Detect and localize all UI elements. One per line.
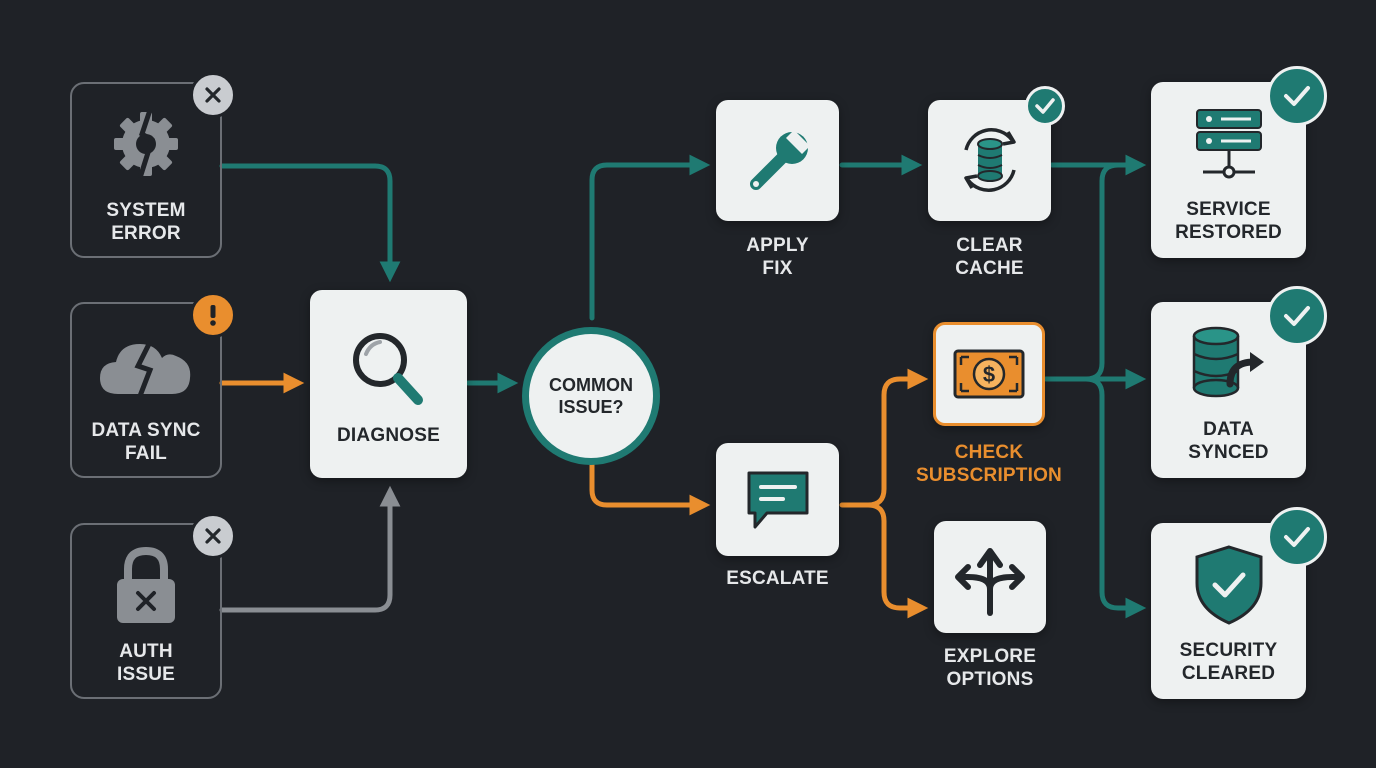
svg-text:$: $ <box>983 362 995 387</box>
diagnose-label: DIAGNOSE <box>337 425 440 446</box>
source-auth-issue[interactable]: AUTH ISSUE <box>70 513 236 699</box>
wrench-icon <box>716 124 839 200</box>
step-check-subscription[interactable]: $ CHECK SUBSCRIPTION <box>916 322 1062 486</box>
outcome-security-cleared-label: SECURITY CLEARED <box>1179 640 1278 684</box>
diagnose-node[interactable]: DIAGNOSE <box>310 290 467 478</box>
padlock-x-icon <box>72 545 220 627</box>
dollar-bill-icon: $ <box>936 345 1042 403</box>
server-icon <box>1151 106 1306 186</box>
chat-bubble-icon <box>716 467 839 537</box>
outcome-service-restored[interactable]: SERVICE RESTORED <box>1151 66 1327 258</box>
edge-bus-vertical <box>1083 162 1121 382</box>
check-icon <box>1267 286 1327 346</box>
outcome-data-synced-label: DATA SYNCED <box>1188 419 1269 463</box>
check-icon <box>1267 66 1327 126</box>
database-refresh-icon <box>928 118 1051 202</box>
edge-system-error-diagnose <box>219 163 401 283</box>
step-apply-fix[interactable]: APPLY FIX <box>716 100 839 279</box>
check-icon <box>1267 507 1327 567</box>
step-clear-cache[interactable]: CLEAR CACHE <box>928 86 1065 279</box>
edge-auth-diagnose <box>219 485 401 613</box>
check-icon <box>1025 86 1065 126</box>
source-data-sync-fail-label: DATA SYNC FAIL <box>91 420 201 464</box>
step-explore-options[interactable]: EXPLORE OPTIONS <box>934 521 1046 690</box>
source-auth-issue-label: AUTH ISSUE <box>116 641 176 685</box>
warning-icon <box>190 292 236 338</box>
source-system-error-label: SYSTEM ERROR <box>106 200 186 244</box>
outcome-security-cleared[interactable]: SECURITY CLEARED <box>1151 507 1327 699</box>
step-apply-fix-label: APPLY FIX <box>746 235 809 279</box>
branching-arrows-icon <box>934 537 1046 617</box>
edge-escalate-explore-options <box>865 502 929 619</box>
edge-decision-apply-fix <box>589 154 711 321</box>
gear-broken-icon <box>72 104 220 184</box>
step-check-subscription-label: CHECK SUBSCRIPTION <box>916 442 1062 486</box>
source-system-error[interactable]: SYSTEM ERROR <box>70 72 236 258</box>
outcome-service-restored-label: SERVICE RESTORED <box>1175 199 1282 243</box>
shield-check-icon <box>1151 543 1306 627</box>
step-explore-options-label: EXPLORE OPTIONS <box>943 646 1037 690</box>
cloud-broken-icon <box>72 336 220 400</box>
step-escalate[interactable]: ESCALATE <box>716 443 839 589</box>
step-clear-cache-label: CLEAR CACHE <box>955 235 1024 279</box>
decision-label: COMMON ISSUE? <box>549 375 633 417</box>
edge-check-subscription-security-cleared <box>1083 376 1147 619</box>
x-icon <box>190 72 236 118</box>
decision-common-issue[interactable]: COMMON ISSUE? <box>522 327 660 465</box>
magnifier-icon <box>310 328 467 410</box>
database-export-icon <box>1151 322 1306 404</box>
edge-decision-escalate <box>589 455 711 516</box>
outcome-data-synced[interactable]: DATA SYNCED <box>1151 286 1327 478</box>
source-data-sync-fail[interactable]: DATA SYNC FAIL <box>70 292 236 478</box>
x-icon <box>190 513 236 559</box>
step-escalate-label: ESCALATE <box>726 568 829 589</box>
